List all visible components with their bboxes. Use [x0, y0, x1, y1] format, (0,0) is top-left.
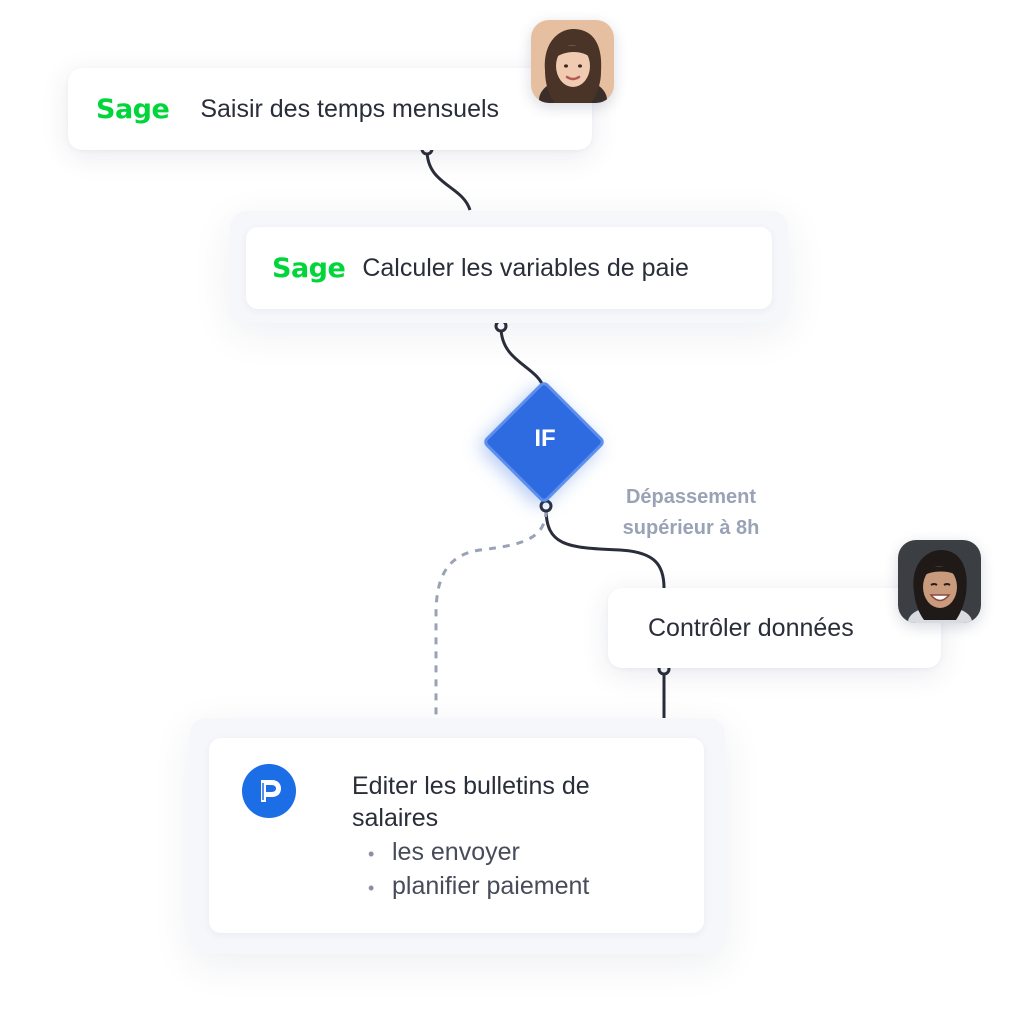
connector-step1-step2 — [425, 149, 472, 211]
step-subtasks-list: les envoyer planifier paiement — [368, 836, 589, 904]
connector-decision-step4-dashed — [434, 509, 548, 715]
connector-step2-decision — [499, 326, 546, 389]
condition-line-2: supérieur à 8h — [622, 517, 760, 539]
step-card-calculer-variables[interactable]: Sage Calculer les variables de paie — [246, 227, 772, 309]
connector-node-decision — [539, 499, 553, 513]
sage-logo: Sage — [272, 252, 346, 284]
step-title: Editer les bulletins de salaires — [352, 772, 590, 832]
avatar-woman-2 — [898, 540, 981, 623]
avatar-portrait-icon — [898, 540, 981, 623]
sage-logo: Sage — [96, 93, 170, 125]
avatar-portrait-icon — [531, 20, 614, 103]
decision-condition-label: Dépassement supérieur à 8h — [596, 482, 786, 544]
step-label: Contrôler données — [648, 613, 854, 642]
step-label: Saisir des temps mensuels — [200, 94, 500, 123]
payfit-p-glyph-icon — [261, 780, 281, 802]
step-card-controler-donnees[interactable]: Contrôler données — [608, 588, 941, 668]
list-item: les envoyer — [368, 836, 589, 870]
payfit-logo-icon — [242, 764, 296, 818]
decision-label: IF — [534, 425, 556, 452]
avatar-woman-1 — [531, 20, 614, 103]
step-label: Calculer les variables de paie — [362, 253, 689, 282]
list-item: planifier paiement — [368, 870, 589, 904]
condition-line-1: Dépassement — [625, 486, 757, 508]
step-card-saisir-temps[interactable]: Sage Saisir des temps mensuels — [68, 68, 592, 150]
